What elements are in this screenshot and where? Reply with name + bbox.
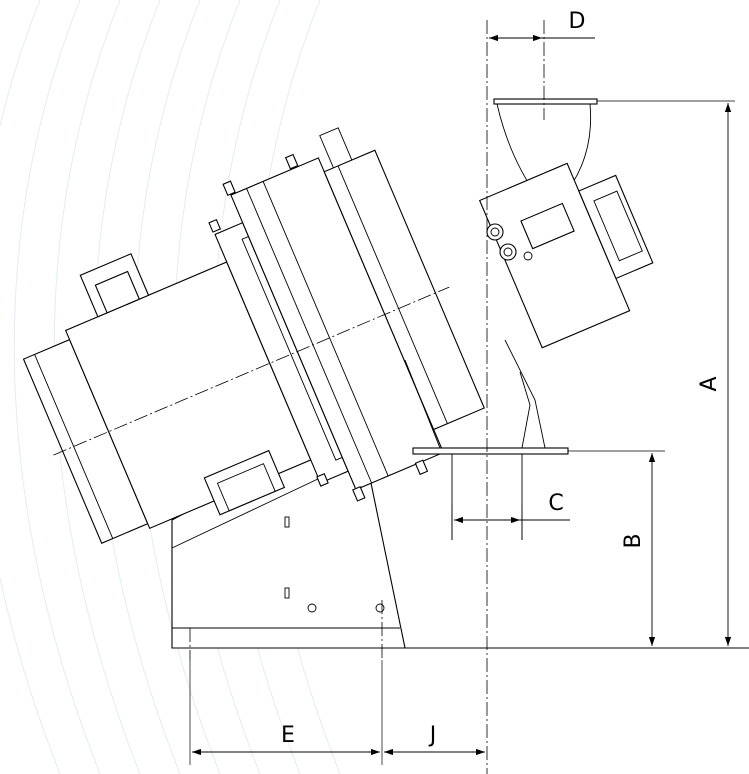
dim-label-a: A: [697, 376, 722, 391]
motor-assembly: [22, 127, 485, 544]
extension-lines: [189, 100, 735, 765]
dim-label-b: B: [621, 533, 646, 548]
dim-label-j: J: [428, 723, 437, 748]
dim-label-c: C: [548, 491, 563, 516]
connector-icons: [486, 223, 533, 261]
dimension-lines: [192, 34, 732, 756]
valve-actuator: [478, 162, 654, 349]
dim-label-e: E: [281, 723, 295, 748]
dim-label-d: D: [569, 9, 586, 34]
base-stand: [171, 419, 406, 660]
